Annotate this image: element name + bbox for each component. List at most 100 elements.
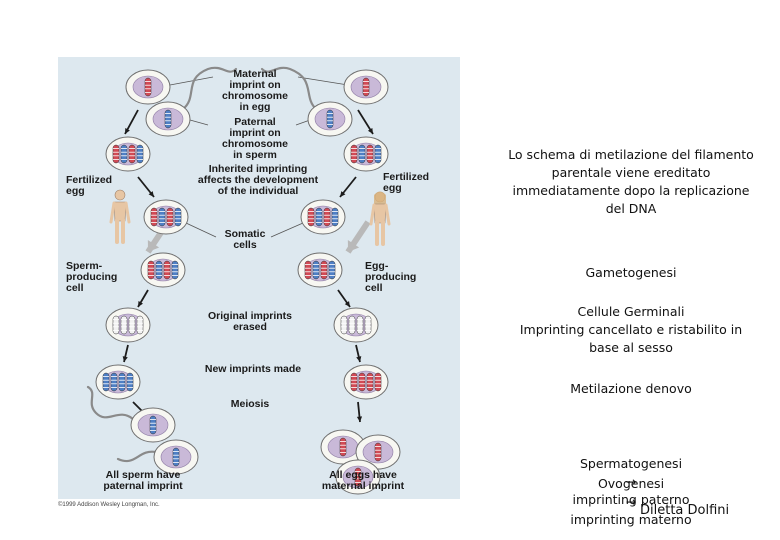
label-line: All eggs have — [329, 469, 397, 481]
chromosome — [339, 437, 347, 457]
label-line: cell — [66, 282, 84, 294]
label-line: Paternal — [234, 116, 276, 128]
chromosome — [158, 207, 166, 227]
sperm-producing-cell — [140, 252, 186, 288]
cells-layer — [86, 66, 401, 495]
label-pointer — [189, 119, 209, 126]
label-pointer — [270, 222, 304, 238]
chromosome — [166, 207, 174, 227]
somatic-cell — [143, 199, 189, 235]
chromosome — [364, 315, 372, 335]
chromosome — [120, 144, 128, 164]
label-line: All sperm have — [106, 469, 181, 481]
label-line: maternal imprint — [322, 480, 405, 492]
sperm-tail — [181, 66, 238, 111]
chromosome — [358, 144, 366, 164]
label-line: Fertilized — [383, 171, 429, 183]
paternal-imprinting-label: imprinting paterno — [572, 492, 690, 507]
fertilized-egg-cell — [343, 136, 389, 172]
label-pointer — [297, 76, 349, 86]
chromosome — [304, 260, 312, 280]
label-line: in egg — [240, 101, 271, 113]
flow-arrow — [357, 109, 374, 135]
chromosome — [328, 260, 336, 280]
sperm-tail — [86, 385, 135, 421]
label-new-imprints-made: New imprints made — [205, 363, 301, 375]
label-pointer — [185, 222, 217, 238]
flow-arrow — [337, 289, 351, 308]
female-figure — [369, 191, 391, 246]
new-imprint-cell — [95, 364, 141, 400]
copyright-text: ©1999 Addison Wesley Longman, Inc. — [58, 502, 160, 508]
male-figure — [109, 189, 131, 244]
chromosome — [323, 207, 331, 227]
label-line: of the individual — [218, 185, 299, 197]
chromosome — [366, 144, 374, 164]
chromosome — [350, 144, 358, 164]
label-line: imprint on — [229, 127, 280, 139]
sperm-cell — [116, 439, 199, 475]
chromosome — [164, 109, 172, 129]
chromosome — [136, 144, 144, 164]
flow-arrow — [137, 289, 149, 308]
chromosome — [326, 109, 334, 129]
chromosome — [118, 372, 126, 392]
note-spermatogenesis: Spermatogenesi → imprinting paterno — [496, 437, 766, 509]
note-oogenesis: Ovogenesi → imprinting materno — [496, 457, 766, 529]
note-germ-cells: Cellule Germinali Imprinting cancellato … — [519, 304, 743, 355]
label-line: New imprints made — [205, 363, 301, 375]
egg-cell — [355, 434, 401, 470]
label-line: Inherited imprinting — [209, 163, 308, 175]
note-de-novo-methylation: Metilazione denovo — [570, 381, 692, 396]
oogenesis-label: Ovogenesi — [597, 476, 665, 491]
maternal-imprinting-label: imprinting materno — [570, 512, 692, 527]
chromosome — [331, 207, 339, 227]
chromosome — [128, 144, 136, 164]
chromosome — [374, 372, 382, 392]
egg-producing-cell — [297, 252, 343, 288]
label-line: egg — [383, 182, 402, 194]
chromosome — [102, 372, 110, 392]
chromosome — [112, 144, 120, 164]
chromosome — [163, 260, 171, 280]
chromosome — [126, 372, 134, 392]
chromosome — [340, 315, 348, 335]
chromosome — [155, 260, 163, 280]
egg-cell — [335, 459, 381, 495]
sperm-tail — [116, 450, 158, 462]
chromosome — [362, 77, 370, 97]
note-gametogenesis: Gametogenesi — [585, 265, 677, 280]
new-imprint-cell — [343, 364, 389, 400]
chromosome — [112, 315, 120, 335]
chromosome — [358, 372, 366, 392]
chromosome — [374, 144, 382, 164]
label-line: Meiosis — [231, 398, 270, 410]
chromosome — [354, 467, 362, 487]
label-line: Maternal — [233, 68, 276, 80]
label-line: chromosome — [222, 90, 288, 102]
label-line: chromosome — [222, 138, 288, 150]
erased-imprint-cell — [333, 307, 379, 343]
label-meiosis: Meiosis — [231, 398, 270, 410]
label-pointer — [169, 76, 214, 86]
sperm-cell — [145, 66, 238, 137]
label-line: producing — [365, 271, 416, 283]
chromosome — [120, 315, 128, 335]
chromosome — [172, 447, 180, 467]
sperm-tail — [260, 66, 318, 111]
flow-arrow — [137, 176, 155, 198]
erased-imprint-cell — [105, 307, 151, 343]
chromosome — [144, 77, 152, 97]
label-line: paternal imprint — [103, 480, 183, 492]
